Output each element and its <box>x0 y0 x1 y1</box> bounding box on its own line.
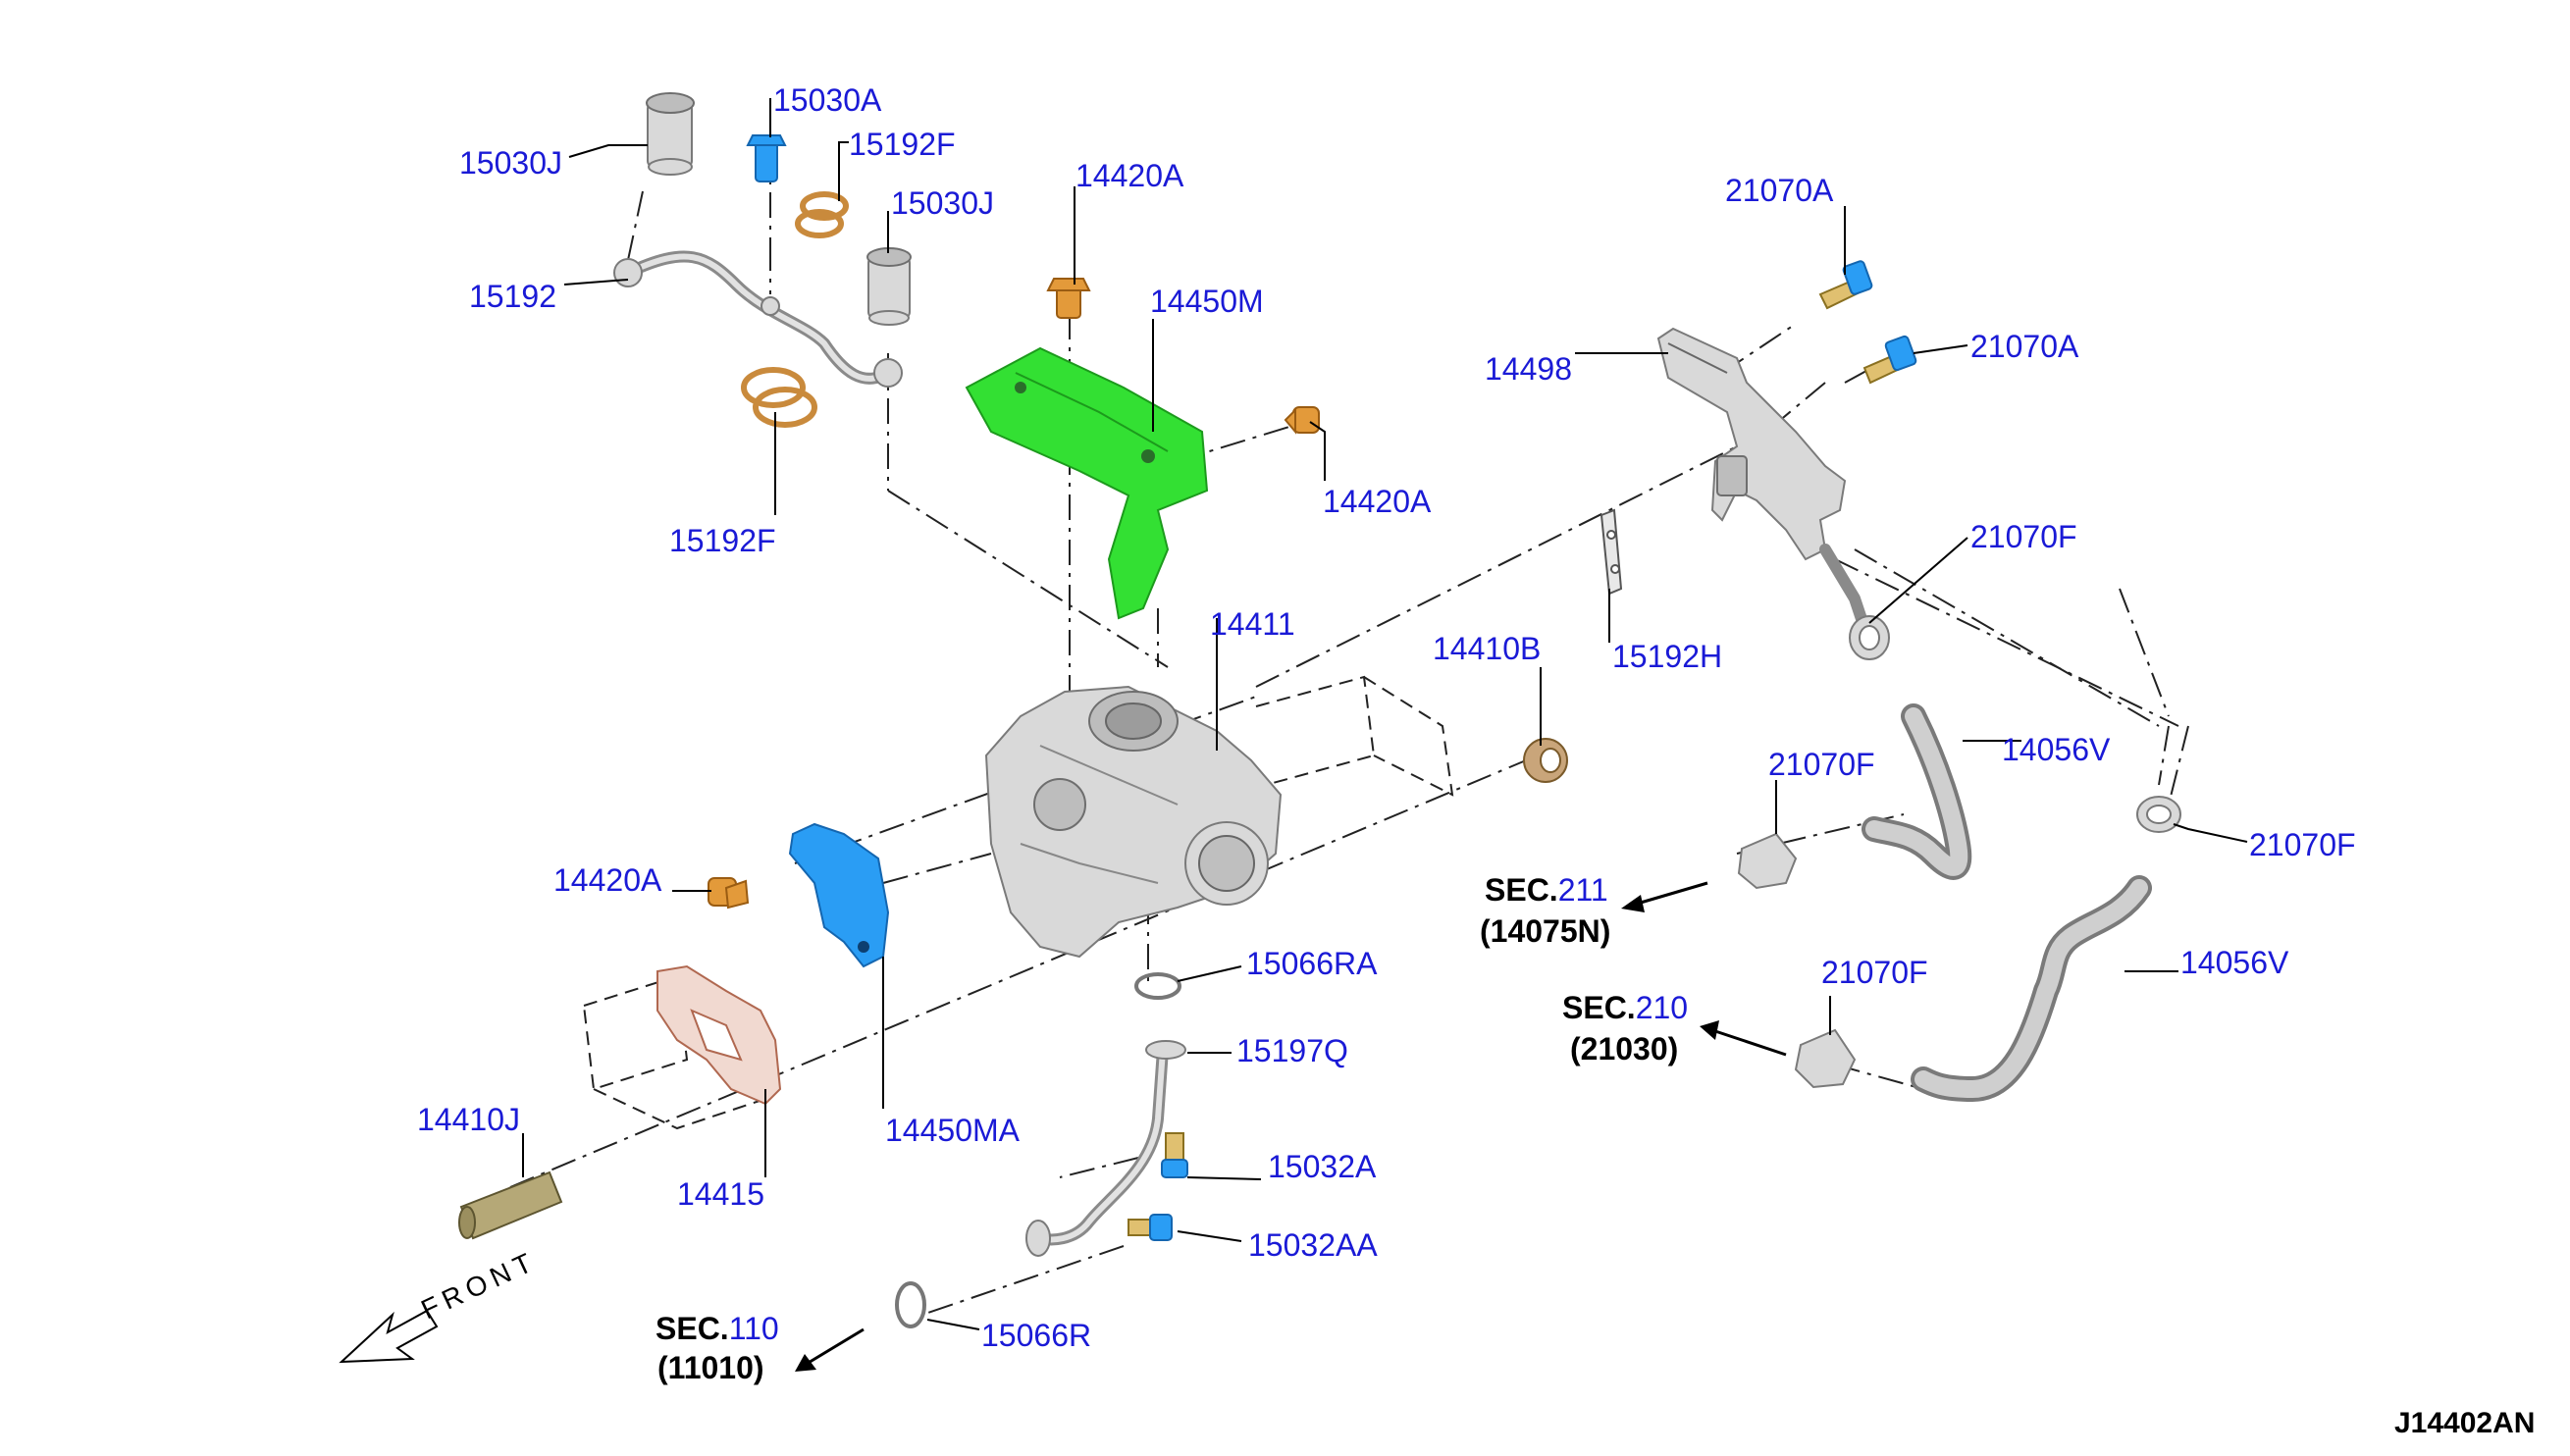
sec-ref: (21030) <box>1570 1031 1678 1066</box>
part-21070F-clamp-low <box>1794 1028 1857 1089</box>
part-14420A-bolt-right <box>1284 406 1320 435</box>
section-ref-211[interactable]: SEC.211 (14075N) <box>1480 872 1610 949</box>
sec-prefix: SEC. <box>656 1311 729 1346</box>
svg-text:SEC.211: SEC.211 <box>1485 872 1608 908</box>
part-15066R-ring <box>895 1281 926 1328</box>
diagram-code: J14402AN <box>2394 1407 2535 1439</box>
part-21070F-clamp-right <box>2136 796 2181 833</box>
part-14056V-hose-low <box>1911 875 2152 1102</box>
alignment-lines <box>509 147 2189 1316</box>
label-14410B[interactable]: 14410B <box>1433 631 1541 666</box>
svg-text:SEC.210: SEC.210 <box>1562 990 1688 1025</box>
part-15192F-gasket-top <box>795 191 849 238</box>
sec-number: 210 <box>1636 990 1688 1025</box>
section-arrows <box>795 881 1787 1372</box>
label-15197Q[interactable]: 15197Q <box>1236 1033 1348 1068</box>
part-15197Q-oil-pipe <box>1025 1040 1186 1257</box>
part-labels: 15030J 15030A 15192F 15030J 15192 15192F… <box>417 82 2356 1353</box>
part-15192H-gasket <box>1600 508 1623 596</box>
label-15192F-bottom[interactable]: 15192F <box>669 523 776 558</box>
label-14415[interactable]: 14415 <box>677 1176 764 1212</box>
label-15030A[interactable]: 15030A <box>773 82 882 118</box>
part-15192F-gasket-bottom <box>741 367 817 428</box>
sec-prefix: SEC. <box>1485 872 1558 908</box>
part-21070A-bolt-mid <box>1862 335 1917 385</box>
part-14410J-stud <box>458 1170 563 1240</box>
label-14420A-top[interactable]: 14420A <box>1075 158 1184 193</box>
part-15192-oil-pipe <box>613 250 903 388</box>
part-15030J-bolt-top <box>646 92 695 176</box>
part-15030J-bolt-mid <box>866 247 912 326</box>
label-15032AA[interactable]: 15032AA <box>1248 1227 1378 1263</box>
label-21070F-top[interactable]: 21070F <box>1970 519 2077 554</box>
sec-ref: (14075N) <box>1480 913 1610 949</box>
sec-prefix: SEC. <box>1562 990 1636 1025</box>
part-14056V-hose-mid <box>1862 703 1972 880</box>
label-14420A-right[interactable]: 14420A <box>1323 484 1432 519</box>
label-14056V-mid[interactable]: 14056V <box>2002 732 2111 767</box>
front-arrow-icon <box>339 1309 439 1364</box>
section-ref-210[interactable]: SEC.210 (21030) <box>1562 990 1688 1066</box>
part-15032AA-bolt <box>1128 1214 1173 1241</box>
part-14420A-bolt-left <box>708 877 750 910</box>
label-15030J-mid[interactable]: 15030J <box>891 185 994 221</box>
label-15192[interactable]: 15192 <box>469 279 556 314</box>
part-14411-turbocharger <box>984 685 1283 959</box>
label-15032A[interactable]: 15032A <box>1268 1149 1377 1184</box>
label-21070A-top[interactable]: 21070A <box>1725 173 1834 208</box>
label-14450MA[interactable]: 14450MA <box>885 1113 1021 1148</box>
label-14420A-left[interactable]: 14420A <box>553 862 662 898</box>
part-14450MA-heat-shield <box>788 822 890 968</box>
part-15066RA-ring <box>1134 972 1181 1000</box>
label-21070F-low[interactable]: 21070F <box>1821 955 1928 990</box>
part-15032A-bolt <box>1161 1132 1188 1178</box>
part-14498-bracket <box>1656 327 1870 634</box>
sec-ref: (11010) <box>657 1350 764 1385</box>
sec-number: 211 <box>1558 872 1608 908</box>
label-15030J-top[interactable]: 15030J <box>459 145 562 181</box>
label-14498[interactable]: 14498 <box>1485 351 1572 387</box>
part-15030A-bolt <box>746 134 787 182</box>
label-14056V-low[interactable]: 14056V <box>2180 945 2289 980</box>
part-14415-gasket-plate <box>656 964 782 1106</box>
part-14450M-heat-shield <box>965 346 1209 620</box>
part-21070A-bolt-top <box>1818 260 1873 310</box>
label-15192F-top[interactable]: 15192F <box>849 127 956 162</box>
leader-lines <box>522 98 2248 1330</box>
part-14410B-gasket <box>1523 738 1568 783</box>
section-ref-110[interactable]: SEC.110 (11010) <box>656 1311 779 1385</box>
label-14410J[interactable]: 14410J <box>417 1102 520 1137</box>
label-15066RA[interactable]: 15066RA <box>1246 946 1378 981</box>
sec-number: 110 <box>729 1311 779 1346</box>
label-15192H[interactable]: 15192H <box>1612 639 1722 674</box>
svg-text:SEC.110: SEC.110 <box>656 1311 779 1346</box>
part-14420A-bolt-top <box>1046 278 1091 319</box>
label-14411[interactable]: 14411 <box>1210 606 1295 642</box>
label-21070F-right[interactable]: 21070F <box>2249 827 2356 862</box>
label-15066R[interactable]: 15066R <box>981 1318 1091 1353</box>
part-21070F-clamp-top <box>1849 615 1890 660</box>
label-21070A-mid[interactable]: 21070A <box>1970 329 2079 364</box>
front-label: FRONT <box>416 1245 542 1326</box>
label-14450M[interactable]: 14450M <box>1150 284 1264 319</box>
label-21070F-mid[interactable]: 21070F <box>1768 747 1875 782</box>
